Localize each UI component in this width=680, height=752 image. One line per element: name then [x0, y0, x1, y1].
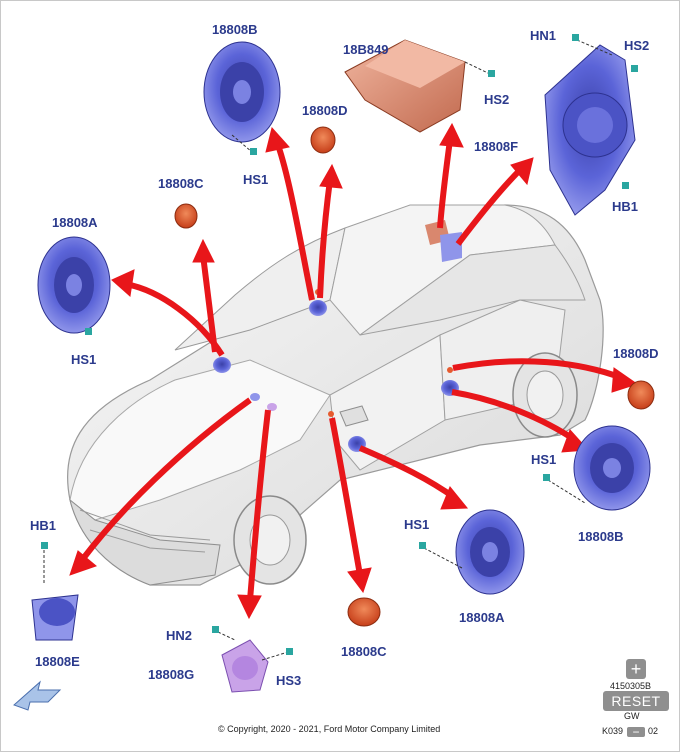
label-HS1-left: HS1	[71, 352, 97, 367]
car-front-grille	[69, 498, 221, 586]
speaker-18808B-right	[543, 425, 651, 511]
orange-18808C-top	[174, 203, 198, 229]
label-18808E: 18808E	[35, 654, 80, 669]
orange-18808D-right	[627, 380, 655, 410]
vehicle-illustration	[67, 204, 604, 586]
subwoofer-18808F	[544, 34, 638, 216]
label-18B849: 18B849	[343, 42, 389, 57]
fastener-HS1-top	[231, 134, 257, 155]
gw-code: GW	[624, 711, 640, 721]
orange-18808D-top	[310, 126, 336, 154]
label-18808F: 18808F	[474, 139, 519, 154]
orange-18808C-bottom	[347, 597, 381, 627]
installed-locations	[213, 220, 462, 452]
label-18808B-top: 18808B	[212, 22, 258, 37]
label-18808A-left: 18808A	[52, 215, 98, 230]
label-18808A-bottom: 18808A	[459, 610, 505, 625]
speaker-18808E	[31, 542, 79, 641]
label-18808B-right: 18808B	[578, 529, 624, 544]
label-HS2-right: HS2	[624, 38, 650, 53]
label-HS2-mid: HS2	[484, 92, 510, 107]
speaker-18808B-top	[203, 41, 281, 143]
tweeter-18808G	[212, 626, 293, 693]
copyright-text: © Copyright, 2020 - 2021, Ford Motor Com…	[218, 724, 441, 734]
reference-suffix: 02	[648, 726, 659, 736]
label-HN2: HN2	[166, 628, 193, 643]
callout-arrows	[69, 122, 639, 620]
reset-button[interactable]: RESET	[603, 691, 669, 711]
label-18808C-top: 18808C	[158, 176, 204, 191]
label-HN1: HN1	[530, 28, 557, 43]
zoom-in-button[interactable]: +	[626, 659, 646, 679]
label-HS3: HS3	[276, 673, 302, 688]
label-18808D-top: 18808D	[302, 103, 348, 118]
label-18808D-right: 18808D	[613, 346, 659, 361]
car-side-windows	[359, 244, 586, 336]
label-HB1-right: HB1	[612, 199, 639, 214]
label-18808G: 18808G	[148, 667, 195, 682]
label-HS1-right: HS1	[531, 452, 557, 467]
label-HS1-top: HS1	[243, 172, 269, 187]
label-HB1-left: HB1	[30, 518, 57, 533]
amplifier-18B849	[344, 39, 495, 133]
reference-prefix: K039	[602, 726, 624, 736]
speaker-18808A-bottom	[419, 509, 525, 595]
reference-code: 4150305B	[610, 681, 652, 691]
car-mirror	[339, 405, 369, 427]
label-18808C-bottom: 18808C	[341, 644, 387, 659]
speaker-18808A-left	[37, 236, 111, 335]
zoom-out-button[interactable]: −	[627, 726, 645, 738]
label-HS1-bottom: HS1	[404, 517, 430, 532]
front-direction-arrow	[13, 680, 62, 711]
